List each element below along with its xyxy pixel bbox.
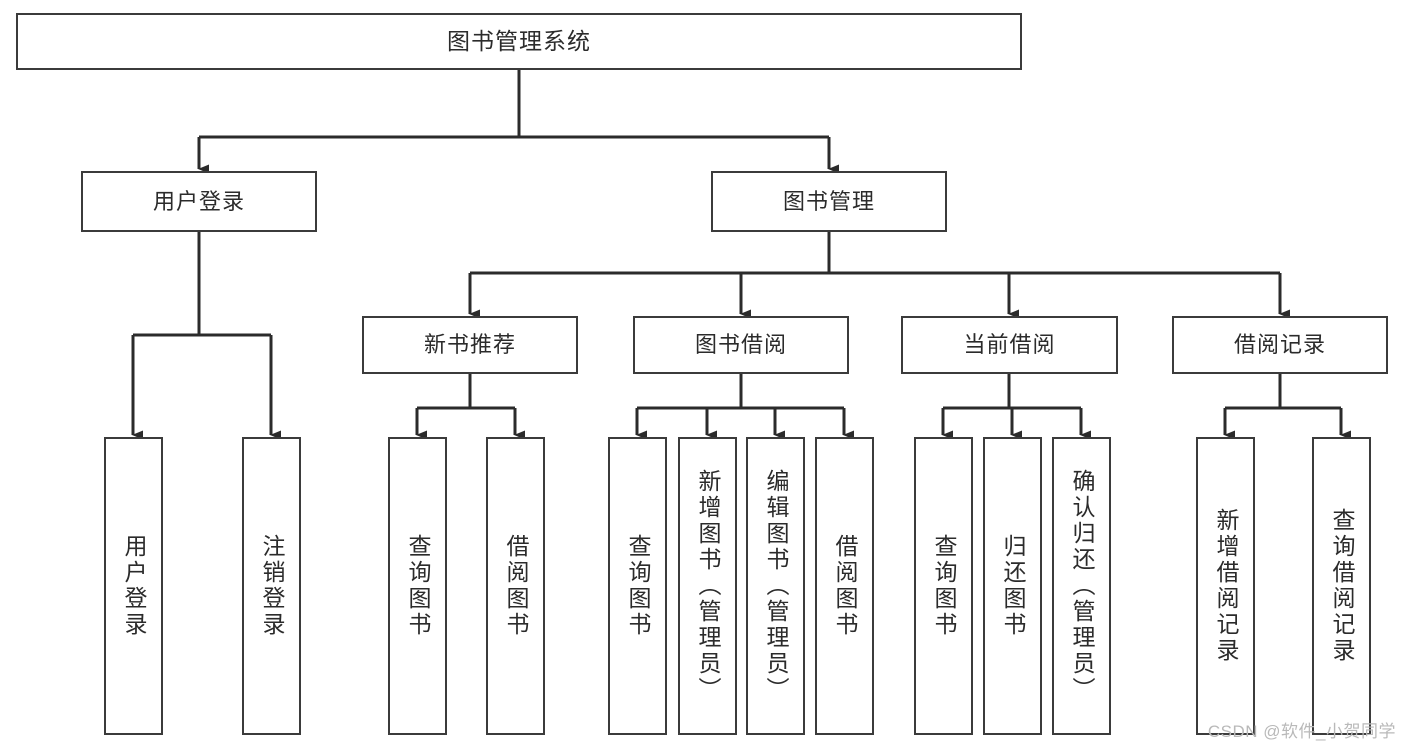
node-leaf-query-book-recommend[interactable]: 查询图书 [388,437,447,735]
node-label: 图书管理系统 [447,27,591,54]
node-leaf-query-book-borrow[interactable]: 查询图书 [608,437,667,735]
node-label: 归还图书 [1000,534,1026,638]
node-label: 图书借阅 [694,332,787,358]
node-book-management[interactable]: 图书管理 [711,171,947,232]
node-leaf-user-login[interactable]: 用户登录 [104,437,163,735]
node-leaf-borrow-book[interactable]: 借阅图书 [815,437,874,735]
node-label: 确认归还（管理员） [1069,469,1095,703]
node-label: 用户登录 [121,534,147,638]
node-new-book-recommend[interactable]: 新书推荐 [362,316,578,374]
node-leaf-borrow-book-recommend[interactable]: 借阅图书 [486,437,545,735]
node-label: 借阅记录 [1233,332,1326,358]
node-user-login[interactable]: 用户登录 [81,171,317,232]
node-borrow-record[interactable]: 借阅记录 [1172,316,1388,374]
node-leaf-add-book-admin[interactable]: 新增图书（管理员） [678,437,737,735]
node-label: 查询图书 [931,534,957,638]
node-label: 图书管理 [782,188,875,214]
node-label: 注销登录 [259,534,285,638]
node-label: 查询图书 [625,534,651,638]
node-current-borrow[interactable]: 当前借阅 [901,316,1118,374]
node-label: 借阅图书 [503,534,529,638]
node-label: 查询图书 [405,534,431,638]
connector-lines [131,70,1351,440]
node-label: 查询借阅记录 [1329,508,1355,664]
node-leaf-return-book[interactable]: 归还图书 [983,437,1042,735]
node-book-borrow[interactable]: 图书借阅 [633,316,849,374]
node-root[interactable]: 图书管理系统 [16,13,1022,70]
node-leaf-logout[interactable]: 注销登录 [242,437,301,735]
node-label: 借阅图书 [832,534,858,638]
node-label: 编辑图书（管理员） [763,469,789,703]
node-label: 用户登录 [152,188,245,214]
node-leaf-query-borrow-record[interactable]: 查询借阅记录 [1312,437,1371,735]
node-label: 新书推荐 [423,332,516,358]
node-leaf-edit-book-admin[interactable]: 编辑图书（管理员） [746,437,805,735]
node-leaf-confirm-return-admin[interactable]: 确认归还（管理员） [1052,437,1111,735]
node-label: 新增图书（管理员） [695,469,721,703]
node-label: 当前借阅 [963,332,1056,358]
node-leaf-query-book-current[interactable]: 查询图书 [914,437,973,735]
node-leaf-add-borrow-record[interactable]: 新增借阅记录 [1196,437,1255,735]
node-label: 新增借阅记录 [1213,508,1239,664]
